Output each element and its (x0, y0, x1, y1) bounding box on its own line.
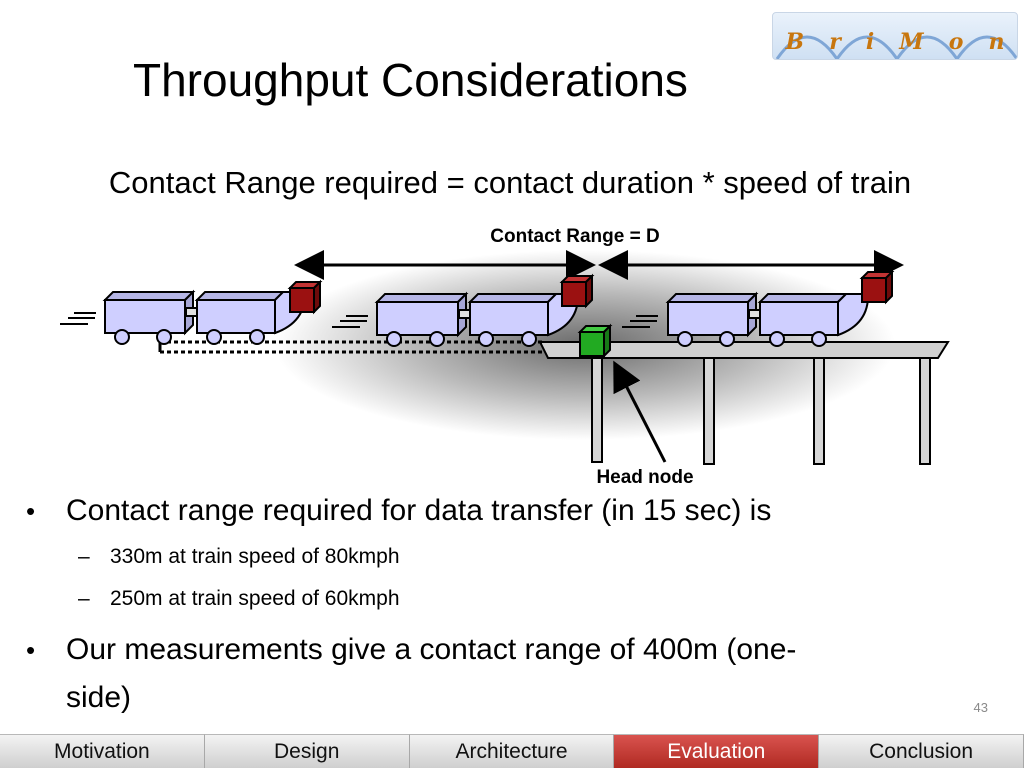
nav-tab-evaluation[interactable]: Evaluation (614, 734, 820, 768)
train-right-node (859, 269, 895, 305)
head-node (577, 323, 613, 359)
bullet-text: Our measurements give a contact range of… (66, 633, 797, 666)
page-number: 43 (973, 700, 988, 715)
head-node-label: Head node (596, 467, 693, 488)
section-nav-bar: Motivation Design Architecture Evaluatio… (0, 734, 1024, 768)
sub-bullet-text: 330m at train speed of 80kmph (110, 545, 400, 568)
sub-bullet-marker: – (78, 587, 90, 610)
bullet-text: Contact range required for data transfer… (66, 494, 772, 527)
sub-bullet-text: 250m at train speed of 60kmph (110, 587, 400, 610)
logo-letter: i (865, 29, 875, 55)
train-left-node (287, 279, 323, 315)
range-label: Contact Range = D (490, 226, 659, 247)
logo-letter: B (785, 29, 805, 55)
logo-letter: o (948, 29, 964, 55)
slide-title: Throughput Considerations (133, 54, 688, 106)
nav-tab-conclusion[interactable]: Conclusion (819, 734, 1024, 768)
train-diagram: Contact Range = D (60, 226, 950, 488)
logo-letter: r (829, 29, 841, 55)
bullet-text: side) (66, 681, 132, 714)
train-left (60, 279, 323, 345)
logo-letter: M (899, 29, 924, 55)
formula-text: Contact Range required = contact duratio… (108, 165, 912, 200)
logo-letter: n (988, 29, 1005, 55)
train-middle-node (559, 273, 595, 309)
logo-letters: B r i M o n (773, 29, 1017, 55)
logo-arches (775, 35, 1017, 59)
bullet-marker: • (26, 496, 36, 526)
nav-tab-motivation[interactable]: Motivation (0, 734, 205, 768)
nav-tab-architecture[interactable]: Architecture (409, 734, 615, 768)
brimon-logo: B r i M o n (772, 12, 1018, 60)
head-node-pointer (613, 360, 667, 463)
train-middle (332, 273, 595, 347)
bridge (538, 341, 950, 465)
sub-bullet-marker: – (78, 545, 90, 568)
train-right (622, 269, 895, 347)
nav-tab-design[interactable]: Design (204, 734, 410, 768)
bullet-marker: • (26, 635, 36, 665)
